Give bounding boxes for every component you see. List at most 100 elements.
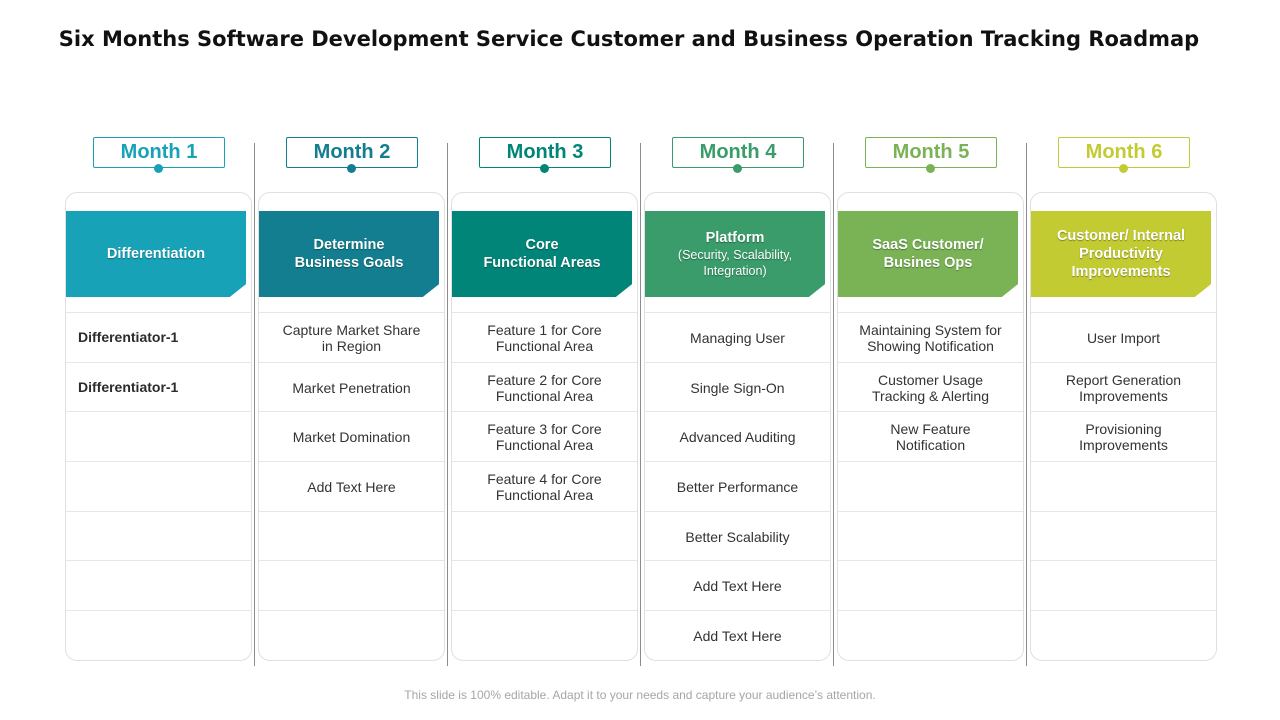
page-title: Six Months Software Development Service …: [58, 27, 1200, 51]
roadmap-item-text: Market Penetration: [292, 379, 411, 396]
roadmap-item-text: Better Scalability: [685, 528, 790, 545]
column-divider: [1026, 143, 1027, 666]
roadmap-item: [838, 511, 1023, 561]
month-label: Month 1: [93, 137, 225, 168]
month-label: Month 2: [286, 137, 418, 168]
roadmap-item: [66, 511, 251, 560]
roadmap-card: Platform (Security, Scalability, Integrat…: [644, 192, 831, 661]
month-label: Month 5: [865, 137, 997, 168]
timeline-dot: [347, 164, 356, 173]
roadmap-item: Market Penetration: [259, 362, 444, 412]
phase-banner-line2: Business Goals: [294, 255, 404, 271]
roadmap-item-text: User Import: [1086, 329, 1161, 346]
roadmap-item: [66, 411, 251, 460]
timeline-dot: [733, 164, 742, 173]
roadmap-item-text: Add Text Here: [693, 627, 782, 644]
roadmap-item: [838, 461, 1023, 511]
roadmap-item: [838, 610, 1023, 660]
roadmap-item-text: Market Domination: [292, 428, 411, 445]
roadmap-item-text: Feature 1 for Core Functional Area: [487, 321, 602, 354]
phase-banner: SaaS Customer/Busines Ops: [838, 211, 1018, 297]
roadmap-item: [259, 560, 444, 610]
phase-banner: Platform (Security, Scalability, Integrat…: [645, 211, 825, 297]
roadmap-item-text: Differentiator-1: [78, 329, 179, 345]
roadmap-item: [1031, 560, 1216, 610]
roadmap-item: New Feature Notification: [838, 411, 1023, 461]
roadmap-item: Better Performance: [645, 461, 830, 511]
roadmap-item: Differentiator-1: [66, 362, 251, 411]
roadmap-item-text: Advanced Auditing: [679, 428, 796, 445]
timeline-dot: [154, 164, 163, 173]
column-divider: [833, 143, 834, 666]
roadmap-item: [1031, 461, 1216, 511]
roadmap-item-text: Managing User: [690, 329, 785, 346]
roadmap-item-text: Feature 4 for Core Functional Area: [487, 470, 602, 503]
roadmap-item: Maintaining System for Showing Notificat…: [838, 312, 1023, 362]
roadmap-item: Provisioning Improvements: [1031, 411, 1216, 461]
footer-note: This slide is 100% editable. Adapt it to…: [404, 688, 876, 702]
roadmap-item-text: Report Generation Improvements: [1065, 371, 1182, 404]
roadmap-item: Add Text Here: [645, 560, 830, 610]
roadmap-item: Managing User: [645, 312, 830, 362]
roadmap-item-text: Add Text Here: [693, 577, 782, 594]
roadmap-item: Feature 1 for Core Functional Area: [452, 312, 637, 362]
column-divider: [447, 143, 448, 666]
column-divider: [254, 143, 255, 666]
roadmap-item: Report Generation Improvements: [1031, 362, 1216, 412]
roadmap-item-text: Feature 2 for Core Functional Area: [487, 371, 602, 404]
roadmap-item-text: Add Text Here: [307, 478, 396, 495]
roadmap-item: [1031, 610, 1216, 660]
roadmap-item: Add Text Here: [645, 610, 830, 660]
phase-banner-line2: Productivity Improvements: [1071, 246, 1171, 280]
roadmap-item: Feature 4 for Core Functional Area: [452, 461, 637, 511]
roadmap-item-text: Capture Market Share in Region: [282, 321, 421, 354]
roadmap-item: Market Domination: [259, 411, 444, 461]
phase-banner-line1: SaaS Customer/: [872, 237, 984, 253]
roadmap-item-text: Maintaining System for Showing Notificat…: [859, 321, 1002, 354]
month-label: Month 3: [479, 137, 611, 168]
month-label: Month 4: [672, 137, 804, 168]
phase-banner-sub: (Security, Scalability, Integration): [677, 248, 793, 278]
roadmap-item: Advanced Auditing: [645, 411, 830, 461]
roadmap-item: Better Scalability: [645, 511, 830, 561]
roadmap-item: Feature 2 for Core Functional Area: [452, 362, 637, 412]
roadmap-item-text: Single Sign-On: [690, 379, 785, 396]
phase-banner: Differentiation: [66, 211, 246, 297]
roadmap-item-text: New Feature Notification: [890, 420, 971, 453]
timeline-dot: [926, 164, 935, 173]
phase-banner-line1: Core: [525, 237, 559, 253]
phase-banner-line1: Determine: [313, 237, 385, 253]
roadmap-item: Differentiator-1: [66, 312, 251, 361]
roadmap-item: [259, 511, 444, 561]
roadmap-item: Feature 3 for Core Functional Area: [452, 411, 637, 461]
roadmap-item-text: Customer Usage Tracking & Alerting: [872, 371, 989, 404]
roadmap-item: [66, 560, 251, 609]
roadmap-item: [452, 560, 637, 610]
roadmap-item: [838, 560, 1023, 610]
month-column-4: Month 4 Platform (Security, Scalability, I…: [644, 137, 831, 662]
phase-banner-line1: Customer/ Internal: [1056, 228, 1186, 244]
roadmap-item: [1031, 511, 1216, 561]
roadmap-item-text: Better Performance: [676, 478, 799, 495]
roadmap-item-text: Provisioning Improvements: [1079, 420, 1168, 453]
phase-banner-line1: Platform: [705, 230, 765, 246]
timeline-dot: [1119, 164, 1128, 173]
roadmap-item: [259, 610, 444, 660]
column-divider: [640, 143, 641, 666]
roadmap-item-text: Differentiator-1: [78, 379, 179, 395]
roadmap-item: User Import: [1031, 312, 1216, 362]
roadmap-item: Add Text Here: [259, 461, 444, 511]
phase-banner-line1: Differentiation: [106, 246, 206, 262]
